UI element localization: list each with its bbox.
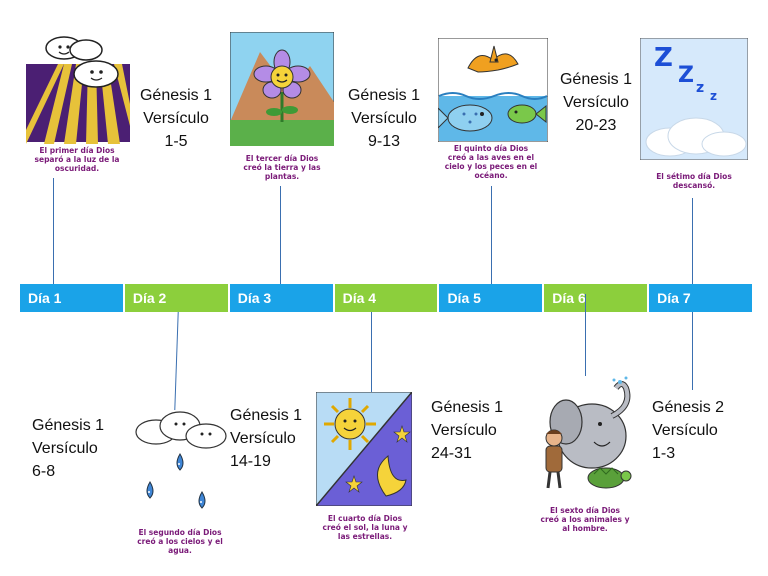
day-3-label: Día 3 [237, 290, 272, 306]
caption-day-6: El sexto día Dios creó a los animales y … [540, 506, 630, 533]
ref-day-2: Génesis 1 Versículo 6-8 [32, 417, 105, 480]
connector-day-3 [280, 186, 281, 284]
flower-mountain-icon [230, 32, 334, 146]
caption-day-2: El segundo día Dios creó a los cielos y … [137, 528, 223, 555]
caption-day-1: El primer día Dios separó a la luz de la… [34, 146, 120, 173]
connector-day-4 [371, 312, 372, 392]
sun-moon-stars-icon [316, 392, 412, 506]
day-1-segment: Día 1 [20, 284, 125, 312]
sleep-z-letters: Z Z z z [654, 43, 717, 103]
rain-clouds-icon [135, 411, 227, 509]
day-6-segment: Día 6 [544, 284, 650, 312]
connector-day-7 [692, 198, 693, 284]
connector-day-7-bottom [692, 312, 693, 390]
ref-day-1: Génesis 1 Versículo 1-5 [139, 87, 213, 150]
bird-fish-icon [438, 38, 548, 142]
day-1-label: Día 1 [28, 290, 62, 306]
sleeping-cloud-icon: Z Z z z [640, 38, 748, 160]
elephant-man-turtle-icon [545, 376, 632, 489]
day-7-label: Día 7 [657, 290, 691, 306]
ref-day-3: Génesis 1 Versículo 9-13 [347, 87, 421, 150]
connector-day-2 [174, 312, 179, 410]
day-4-label: Día 4 [342, 290, 377, 306]
caption-day-5: El quinto día Dios creó a las aves en el… [444, 144, 538, 180]
day-6-label: Día 6 [552, 290, 586, 306]
day-2-label: Día 2 [132, 290, 167, 306]
ref-day-5: Génesis 1 Versículo 20-23 [559, 71, 633, 134]
timeline-bar: Día 1 Día 2 Día 3 Día 4 Día 5 Día 6 Día … [20, 284, 753, 312]
caption-day-7: El sétimo día Dios descansó. [656, 172, 732, 190]
caption-day-3: El tercer día Dios creó la tierra y las … [243, 154, 321, 181]
connector-day-5 [491, 186, 492, 284]
day-5-segment: Día 5 [439, 284, 545, 312]
day-2-segment: Día 2 [124, 284, 230, 312]
light-rays-clouds-icon [24, 34, 130, 144]
day-7-segment: Día 7 [649, 284, 753, 312]
caption-day-4: El cuarto día Dios creó el sol, la luna … [322, 514, 408, 541]
day-4-segment: Día 4 [334, 284, 440, 312]
ref-day-4: Génesis 1 Versículo 14-19 [230, 407, 303, 470]
ref-day-6: Génesis 1 Versículo 24-31 [431, 399, 504, 462]
connector-day-6 [585, 294, 586, 376]
day-5-label: Día 5 [447, 290, 481, 306]
day-3-segment: Día 3 [229, 284, 335, 312]
ref-day-7: Génesis 2 Versículo 1-3 [652, 399, 725, 462]
connector-day-1 [53, 178, 54, 284]
